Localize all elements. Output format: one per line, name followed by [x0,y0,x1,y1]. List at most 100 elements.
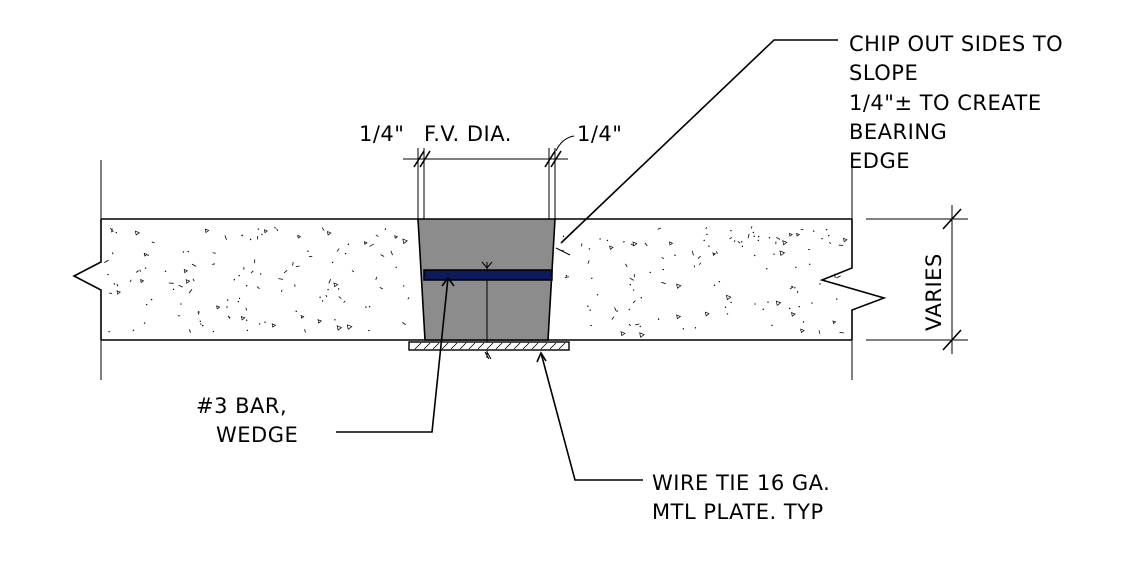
stipple-mark [144,267,147,269]
stipple-mark [836,275,841,279]
stipple-mark [276,228,279,232]
stipple-mark [632,241,638,247]
plate-hatch-line [522,342,530,350]
stipple-mark [116,283,119,287]
stipple-mark [730,301,732,304]
stipple-mark [705,227,708,230]
dim-center-label: F.V. DIA. [424,122,512,146]
stipple-mark [811,302,813,304]
stipple-mark [694,327,697,329]
stipple-mark [733,240,736,242]
stipple-mark [394,235,399,239]
top-dimension [403,135,575,219]
stipple-mark [662,268,664,271]
plate-hatch-line [486,342,494,350]
stipple-mark [107,273,109,276]
stipple-mark [297,234,302,239]
plate-hatch-line [432,342,440,350]
stipple-mark [740,241,743,243]
stipple-mark [737,241,741,244]
stipple-mark [368,329,370,332]
stipple-mark [596,294,599,296]
stipple-mark [726,313,729,315]
stipple-mark [767,301,769,303]
stipple-mark [241,234,243,237]
stipple-mark [587,305,589,307]
stipple-mark [718,280,721,283]
stipple-mark [629,277,634,281]
bar-note: #3 BAR, WEDGE [196,394,298,447]
stipple-mark [280,289,283,292]
stipple-mark [606,239,609,242]
stipple-mark [757,235,760,238]
stipple-mark [402,238,408,245]
stipple-mark [338,296,342,299]
stipple-mark [754,254,756,257]
stipple-mark [693,265,695,268]
stipple-mark [668,241,674,246]
plate-hatch-line [495,342,503,350]
stipple-mark [674,254,676,256]
stipple-mark [587,260,590,264]
stipple-mark [150,298,153,301]
stipple-mark [336,325,343,331]
plate-hatch-line [558,342,566,350]
stipple-mark [620,331,626,337]
stipple-mark [139,269,141,272]
stipple-mark [191,263,197,267]
stipple-mark [639,325,641,328]
stipple-mark [825,228,828,231]
chip-note-line-5: EDGE [849,149,910,173]
chip-note-line-3: 1/4"± TO CREATE [849,91,1042,115]
stipple-mark [226,306,228,308]
stipple-mark [829,241,832,244]
stipple-mark [278,278,284,280]
stipple-mark [185,279,191,284]
stipple-mark [771,324,773,327]
stipple-mark [697,255,701,259]
stipple-mark [812,230,815,232]
stipple-mark [271,323,277,328]
stipple-mark [216,305,221,310]
chip-note-line-2: SLOPE [849,61,918,85]
stipple-mark [691,250,694,256]
stipple-mark [183,268,189,274]
stipple-mark [782,240,788,246]
stipple-mark [226,299,229,301]
stipple-mark [682,328,685,330]
rebar-3-bar [423,269,553,281]
plate-hatch-line [477,342,485,350]
plate-hatch-line [540,342,548,350]
stipple-mark [182,251,185,253]
wire-note-line-1: WIRE TIE 16 GA. [652,471,830,495]
stipple-mark [115,231,118,234]
stipple-mark [676,283,682,289]
plate-hatch-line [531,342,539,350]
stipple-mark [326,231,332,236]
stipple-mark [632,300,636,304]
stipple-mark [657,227,662,230]
stipple-mark [794,287,796,289]
stipple-mark [336,248,340,252]
stipple-mark [791,312,796,317]
stipple-mark [274,227,276,229]
stipple-mark [590,324,592,327]
stipple-mark [828,234,830,237]
stipple-mark [111,228,113,233]
stipple-mark [257,228,260,230]
stipple-mark [295,310,297,313]
plug [417,218,556,358]
stipple-mark [629,284,632,286]
stipple-mark [212,263,216,265]
stipple-mark [698,262,702,266]
stipple-mark [623,241,625,243]
stipple-mark [703,239,705,242]
stipple-mark [762,308,764,311]
stipple-mark [188,329,192,333]
stipple-mark [713,284,716,286]
stipple-mark [204,228,210,234]
stipple-mark [192,278,195,282]
stipple-mark [796,232,800,237]
stipple-mark [375,276,378,281]
varies-dimension [866,205,968,354]
